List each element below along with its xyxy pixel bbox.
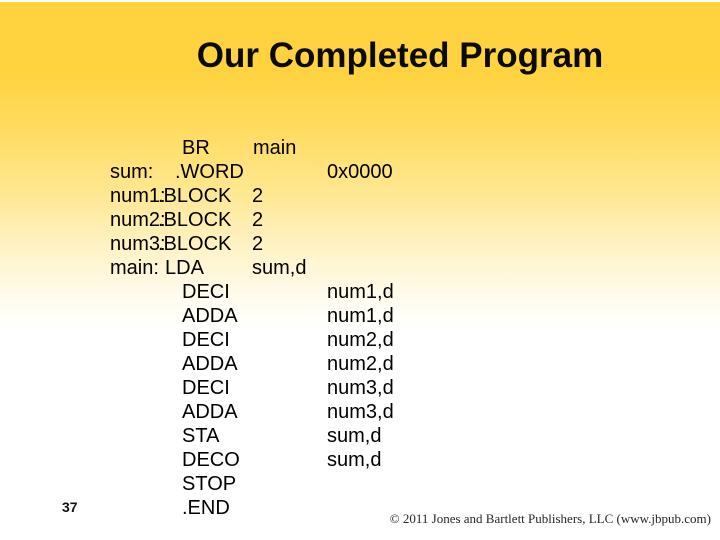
copyright-text: © 2011 Jones and Bartlett Publishers, LL… (389, 511, 711, 526)
code-operand: num3,d (327, 377, 394, 399)
code-mnemonic: ADDA (182, 401, 238, 423)
code-operand: sum,d (327, 425, 382, 447)
code-line: DECI num3,d (0, 376, 720, 400)
code-label: num3: (110, 233, 166, 255)
code-line: STA sum,d (0, 424, 720, 448)
code-mnemonic: .BLOCK (158, 185, 232, 207)
code-operand: sum,d (327, 449, 382, 471)
code-mnemonic: DECI (182, 281, 230, 303)
code-mnemonic: .END (182, 497, 230, 519)
code-line: DECO sum,d (0, 448, 720, 472)
code-mnemonic: .BLOCK (158, 233, 232, 255)
code-mnemonic: STOP (182, 473, 237, 495)
code-mnemonic: BR (182, 137, 210, 159)
code-mnemonic: ADDA (182, 305, 238, 327)
code-line: DECI num1,d (0, 280, 720, 304)
slide-title: Our Completed Program (196, 36, 604, 75)
code-label: sum: (110, 161, 154, 183)
code-label: num2: (110, 209, 166, 231)
code-operand: num1,d (327, 305, 394, 327)
code-label: main: (110, 257, 159, 279)
code-operand: 2 (252, 209, 264, 231)
code-operand: num3,d (327, 401, 394, 423)
code-mnemonic: .WORD (175, 161, 244, 183)
code-line: sum: .WORD 0x0000 (0, 160, 720, 184)
code-line: ADDA num3,d (0, 400, 720, 424)
code-operand: num1,d (327, 281, 394, 303)
code-operand: main (253, 137, 297, 159)
code-mnemonic: .BLOCK (158, 209, 232, 231)
code-line: num1: .BLOCK 2 (0, 184, 720, 208)
code-line: .END (0, 496, 720, 520)
code-line: ADDA num1,d (0, 304, 720, 328)
code-line: num2: .BLOCK 2 (0, 208, 720, 232)
code-line: STOP (0, 472, 720, 496)
code-line: ADDA num2,d (0, 352, 720, 376)
code-operand: 2 (252, 185, 264, 207)
code-line: DECI num2,d (0, 328, 720, 352)
code-operand: num2,d (327, 353, 394, 375)
code-mnemonic: DECI (182, 377, 230, 399)
code-line: BR main (0, 136, 720, 160)
code-operand: sum,d (252, 257, 307, 279)
code-mnemonic: DECO (182, 449, 240, 471)
page-number: 37 (62, 499, 78, 515)
code-operand: num2,d (327, 329, 394, 351)
code-mnemonic: DECI (182, 329, 230, 351)
code-operand: 0x0000 (327, 161, 393, 183)
code-operand: 2 (252, 233, 264, 255)
code-mnemonic: LDA (165, 257, 204, 279)
code-line: num3: .BLOCK 2 (0, 232, 720, 256)
code-line: main: LDA sum,d (0, 256, 720, 280)
code-mnemonic: ADDA (182, 353, 238, 375)
code-label: num1: (110, 185, 166, 207)
code-mnemonic: STA (182, 425, 220, 447)
